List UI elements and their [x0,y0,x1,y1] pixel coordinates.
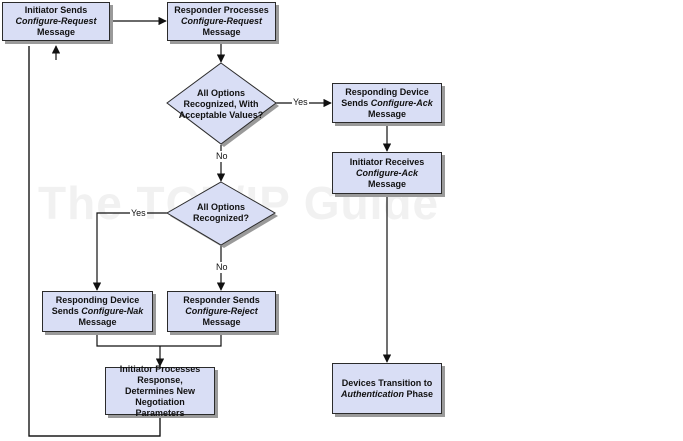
edge-nak-merge [96,332,160,347]
label-yes-nak: Yes [130,208,147,219]
node-initiator-processes: Initiator Processes Response, Determines… [105,364,215,418]
decision-acceptable-text: All Options Recognized, With Acceptable … [178,87,264,120]
label-no-first: No [215,151,229,162]
edge-loop-path [28,46,161,437]
edge-decision2-yes [92,212,167,291]
label-no-reject: No [215,262,229,273]
decision-recognized-text: All Options Recognized? [192,202,249,223]
edge-reject-merge [160,332,222,347]
label-yes-ack: Yes [292,97,309,108]
